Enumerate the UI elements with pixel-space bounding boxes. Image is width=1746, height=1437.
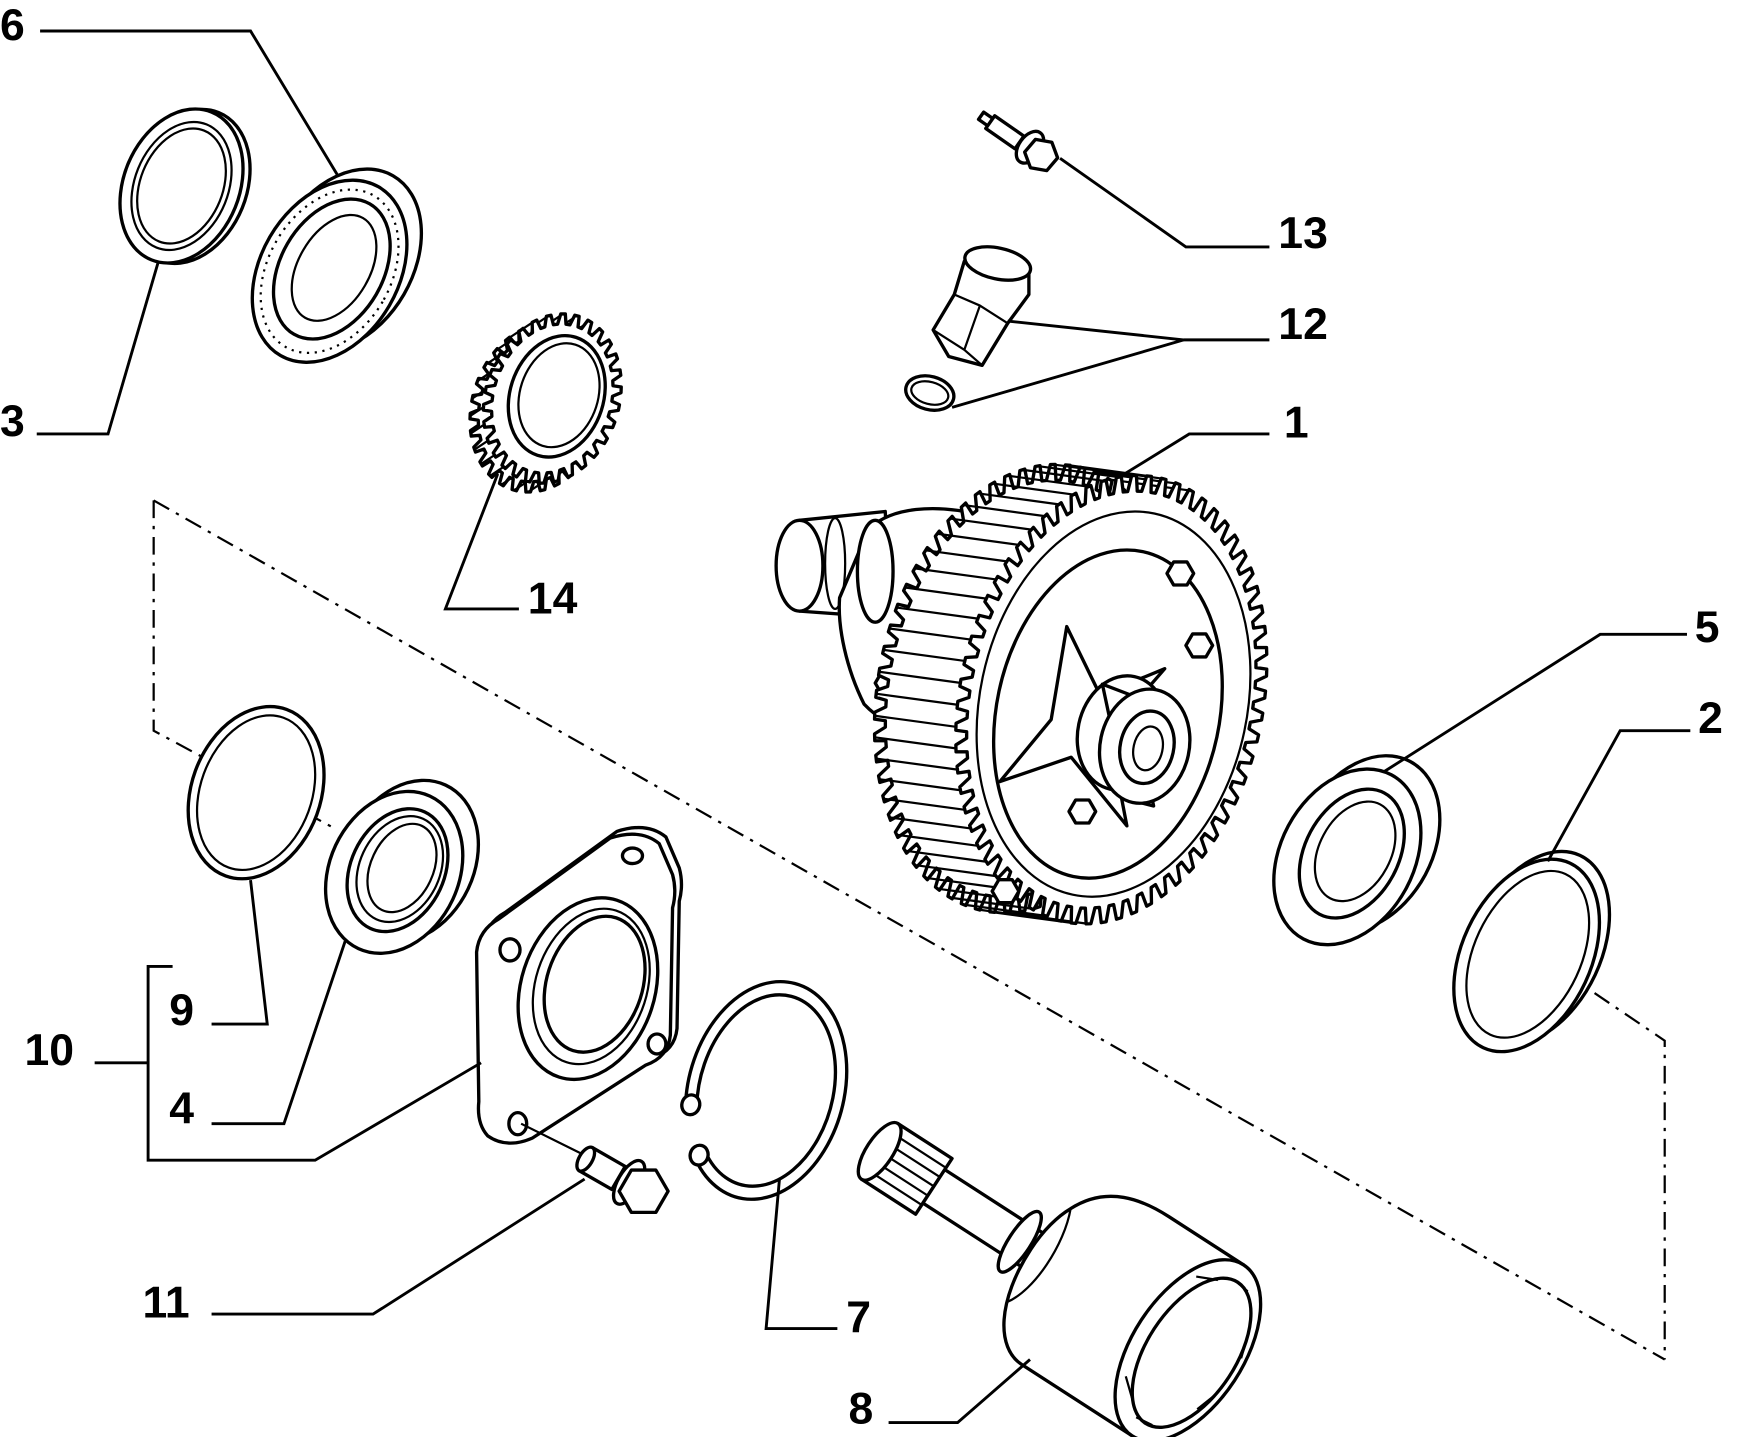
leader-line-14 [443,473,519,611]
circlip-7 [680,979,849,1201]
flange-bolt-1 [1165,560,1196,587]
bracket-10 [146,965,482,1162]
dashed-line-right [1593,992,1666,1360]
drive-joint-8-spline-teeth [870,1134,947,1206]
differential-1 [774,462,1269,926]
callout-5: 5 [1695,603,1720,652]
bolt-11-shank-end [575,1145,597,1173]
drive-joint-8-cup-edge [1006,1208,1072,1304]
leader-line-9 [211,879,269,1026]
bearing-6-bore [290,213,378,322]
drive-joint-8-cup-splines [1124,1275,1249,1427]
leader-line-6 [40,29,339,176]
ring-3-bore [136,127,227,245]
drive-joint-8-cup [1002,1194,1246,1437]
gear-14-bore [517,342,601,449]
leader-line-12-plug [1007,319,1270,342]
ring-9 [186,704,326,881]
washer-12-inner [910,380,950,406]
callout-8: 8 [849,1385,874,1434]
drive-joint-8 [856,1120,1263,1437]
leader-line-2 [1546,729,1691,863]
bolt-alignment-line [520,1122,589,1158]
bearing-4-bore [366,822,438,914]
ring-2-inner-edge [1465,869,1591,1039]
gear-14 [468,312,623,494]
leader-line-1 [1123,432,1270,476]
flange-bolt-3 [1067,798,1098,825]
leader-line-4 [211,940,347,1126]
leader-line-11 [211,1177,586,1316]
differential-1-hub-inner [1132,725,1165,772]
plug-12-cap [963,245,1033,282]
circlip-7-lug-1 [680,1093,702,1117]
gear-14-tooth-band [469,312,591,494]
bearing-5 [1272,754,1442,947]
flange-bolt-2 [1184,632,1215,659]
bolt-11-hex-head [617,1168,670,1215]
bolt-11 [575,1145,670,1215]
callout-10: 10 [24,1026,74,1075]
circlip-7-ring [683,979,849,1201]
callout-12: 12 [1278,300,1328,349]
leader-line-7 [764,1178,838,1330]
ring-2 [1452,849,1612,1054]
bearing-4 [323,778,481,955]
flange-plate-bore [542,914,647,1054]
callout-4: 4 [169,1085,194,1134]
callout-6: 6 [0,1,25,50]
callout-1: 1 [1284,398,1309,447]
ring-3 [118,107,252,266]
crown-gear-tooth-band [874,463,1192,925]
flange-bolt-4 [990,878,1021,905]
leader-line-13 [1059,157,1270,249]
flange-plate-hole-1 [620,846,645,866]
bearing-5-bore [1313,800,1397,903]
callout-2: 2 [1698,694,1723,743]
bolt-13-hex-head [1022,137,1060,173]
leader-lines [36,29,1691,1425]
differential-1-carrier-rim [855,518,895,624]
ring-9-inner-edge [195,714,317,872]
callout-7: 7 [846,1293,871,1342]
callout-9: 9 [169,986,194,1035]
leader-line-8 [888,1358,1031,1425]
callout-13: 13 [1278,209,1328,258]
plug-12 [904,245,1033,412]
leader-line-5 [1383,632,1687,773]
circlip-7-lug-2 [688,1143,710,1167]
callout-14: 14 [528,574,578,623]
dashed-line-diagonal [153,499,1666,1361]
drive-joint-8-spline-end [856,1120,903,1182]
bearing-6 [250,167,424,364]
flange-plate [474,825,684,1145]
plug-12-hex-edges [932,293,1009,367]
flange-plate-hole-4 [646,1032,668,1056]
leader-line-12-washer [951,338,1185,409]
flange-plate-hole-3 [507,1110,529,1137]
callout-11: 11 [143,1279,190,1328]
differential-1-shaft-groove [824,517,847,611]
flange-plate-hole-2 [498,937,522,963]
drive-joint-8-shaft-collar [996,1209,1043,1274]
leader-line-3 [36,261,160,436]
callout-3: 3 [0,397,25,446]
bearing-6-rollers [259,188,400,354]
differential-1-shaft-end [774,518,825,613]
bolt-13 [976,110,1060,173]
